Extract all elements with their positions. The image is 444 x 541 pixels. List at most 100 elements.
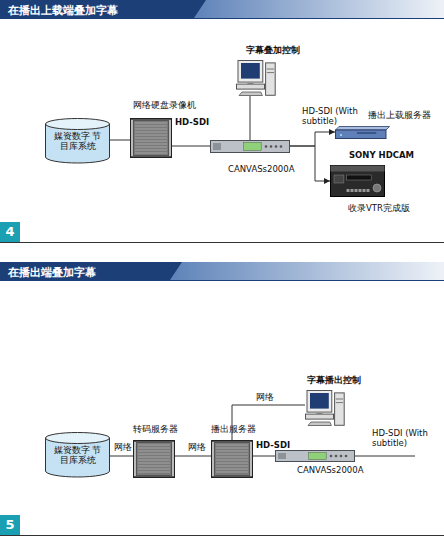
control-computer: 字幕叠加控制 — [236, 60, 276, 96]
device-graphic — [236, 60, 276, 96]
device-part — [216, 445, 248, 446]
server-device: 转码服务器 — [133, 440, 175, 478]
slide-number: 5 — [0, 515, 20, 535]
device-part — [306, 414, 334, 419]
node-label: 网络硬盘录像机 — [133, 101, 196, 111]
device-part — [250, 442, 252, 476]
device-part — [335, 455, 338, 458]
device-part — [134, 121, 168, 155]
control-computer: 字幕播出控制 — [305, 390, 345, 426]
device-graphic — [305, 390, 345, 426]
node-label: 媒资数字 节目库系统 — [52, 132, 103, 152]
device-part — [351, 189, 354, 192]
subtitle-device: CANVASs2000A — [210, 140, 290, 153]
connector-line — [232, 405, 305, 440]
connector-line — [290, 146, 330, 181]
header-bar-light — [192, 0, 444, 18]
device-part — [216, 463, 248, 464]
device-part — [373, 184, 381, 192]
slide-number: 4 — [0, 222, 20, 242]
device-part — [336, 399, 343, 400]
database-cylinder: 媒资数字 节目库系统 — [45, 432, 110, 477]
device-part — [216, 451, 248, 452]
device-part — [135, 132, 167, 133]
connector-line — [290, 132, 335, 146]
device-part — [135, 147, 167, 148]
device-part — [46, 433, 110, 444]
device-part — [138, 463, 170, 464]
header-rule — [0, 280, 444, 281]
output-wire — [355, 456, 415, 457]
device-graphic — [130, 118, 172, 158]
device-part — [212, 441, 253, 478]
device-part — [336, 402, 343, 403]
device-part — [265, 145, 268, 148]
device-part — [347, 175, 372, 180]
device-part — [215, 443, 249, 475]
device-part — [309, 453, 327, 460]
device-part — [367, 189, 370, 192]
device-part — [135, 150, 167, 151]
device-part — [216, 448, 248, 449]
device-part — [278, 453, 286, 459]
device-graphic — [133, 440, 175, 478]
connector-line — [110, 140, 130, 141]
number-box — [0, 515, 20, 535]
server-device: 播出上载服务器 — [335, 126, 390, 139]
device-part — [212, 442, 214, 476]
header-bar-light — [168, 262, 444, 280]
device-part — [347, 189, 350, 192]
device-graphic — [335, 126, 390, 139]
device-part — [216, 472, 248, 473]
node-label: CANVASs2000A — [228, 165, 294, 175]
device-part — [216, 460, 248, 461]
device-part — [363, 189, 366, 192]
device-part — [267, 69, 274, 70]
connector-line — [110, 456, 133, 457]
device-part — [266, 63, 276, 95]
device-part — [331, 166, 385, 172]
device-part — [138, 457, 170, 458]
device-part — [359, 189, 362, 192]
device-graphic — [330, 165, 385, 197]
device-part — [340, 455, 343, 458]
device-part — [138, 466, 170, 467]
device-part — [216, 457, 248, 458]
device-part — [307, 391, 332, 413]
device-part — [135, 126, 167, 127]
recorder-device: 网络硬盘录像机 — [130, 118, 172, 158]
signal-label: HD-SDI (With subtitle) — [372, 429, 436, 449]
device-part — [355, 189, 358, 192]
device-part — [357, 132, 376, 134]
node-label: 播出服务器 — [211, 425, 253, 435]
node-label: SONY HDCAM — [349, 151, 414, 161]
device-part — [237, 84, 265, 89]
device-part — [138, 448, 170, 449]
device-part — [336, 127, 390, 131]
device-part — [340, 134, 342, 136]
device-part — [238, 61, 263, 83]
device-part — [134, 441, 175, 478]
device-part — [135, 129, 167, 130]
device-part — [267, 72, 274, 73]
node-label: 收录VTR完成版 — [348, 204, 410, 214]
server-device: 播出服务器 — [211, 440, 253, 478]
slide-title: 在播出端叠加字幕 — [8, 265, 96, 280]
edge-label: 网络 — [114, 443, 132, 453]
device-part — [241, 63, 260, 79]
device-part — [131, 119, 172, 158]
device-part — [275, 145, 278, 148]
device-part — [138, 454, 170, 455]
device-part — [239, 92, 262, 96]
device-part — [330, 455, 333, 458]
device-part — [134, 442, 136, 476]
node-label: 播出上载服务器 — [368, 111, 431, 121]
edge-label: HD-SDI (With subtitle) — [302, 107, 366, 127]
device-part — [135, 144, 167, 145]
connector-line — [175, 456, 211, 457]
device-part — [138, 460, 170, 461]
device-part — [270, 145, 273, 148]
device-part — [169, 120, 171, 156]
device-part — [213, 143, 221, 150]
